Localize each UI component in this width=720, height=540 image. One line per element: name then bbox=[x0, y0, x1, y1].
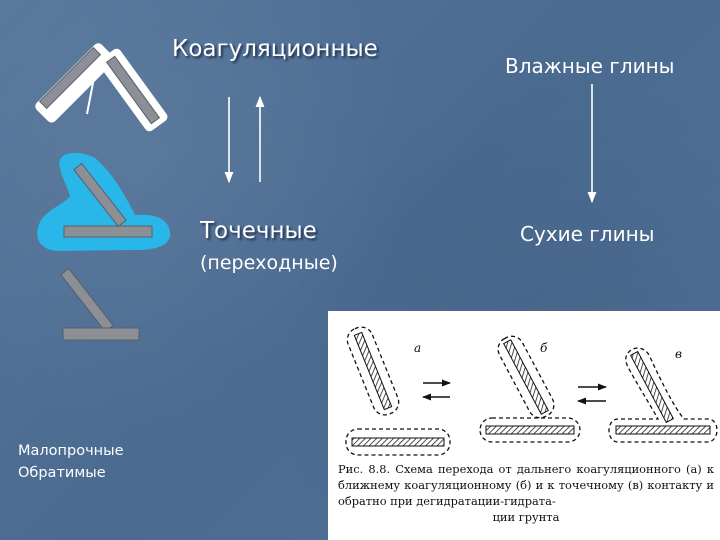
shell-outline bbox=[608, 347, 718, 443]
hatched-particle bbox=[351, 437, 445, 447]
hatched-particle bbox=[615, 425, 711, 435]
figure-caption-end: ции грунта bbox=[492, 510, 560, 524]
shell-outline bbox=[346, 326, 400, 416]
hatched-particle bbox=[629, 350, 675, 424]
figure-letter-b: б bbox=[540, 341, 548, 355]
figure-caption-main: Рис. 8.8. Схема перехода от дальнего коа… bbox=[338, 462, 714, 508]
shell-outline bbox=[479, 417, 581, 443]
stage-near-coagulation bbox=[37, 152, 171, 251]
figure-letter-c: в bbox=[675, 347, 682, 361]
figure-stage-c bbox=[608, 347, 718, 443]
pointer-line bbox=[86, 61, 98, 115]
label-weak: Малопрочные bbox=[18, 443, 124, 459]
label-transitional: (переходные) bbox=[200, 252, 338, 274]
particle bbox=[105, 55, 161, 125]
label-dry-clays: Сухие глины bbox=[520, 222, 655, 246]
shell-outline bbox=[497, 335, 555, 419]
label-reversible: Обратимые bbox=[18, 465, 106, 481]
particle bbox=[38, 46, 102, 110]
particle bbox=[73, 162, 127, 228]
figure-panel: а б в Рис. 8.8. Схема перехода от дальне… bbox=[328, 311, 720, 540]
figure-stage-a bbox=[345, 326, 451, 456]
stage-point-contact bbox=[60, 267, 140, 341]
figure-letter-a: а bbox=[414, 341, 422, 355]
label-wet-clays: Влажные глины bbox=[505, 54, 675, 78]
shell-outline bbox=[345, 428, 451, 456]
label-weak-reversible: Малопрочные Обратимые bbox=[18, 440, 124, 484]
particle bbox=[63, 225, 153, 238]
figure-stage-b bbox=[479, 335, 581, 443]
figure-diagram bbox=[345, 326, 718, 456]
label-coagulation: Коагуляционные bbox=[172, 36, 378, 62]
particle bbox=[60, 267, 114, 333]
hydrate-shell bbox=[35, 43, 115, 123]
hatched-particle bbox=[485, 425, 575, 435]
stage-far-coagulation bbox=[35, 43, 168, 132]
hatched-particle bbox=[503, 339, 549, 415]
figure-caption: Рис. 8.8. Схема перехода от дальнего коа… bbox=[338, 461, 714, 525]
particle bbox=[62, 327, 140, 341]
label-point: Точечные bbox=[200, 218, 317, 244]
hatched-particle bbox=[353, 331, 393, 411]
